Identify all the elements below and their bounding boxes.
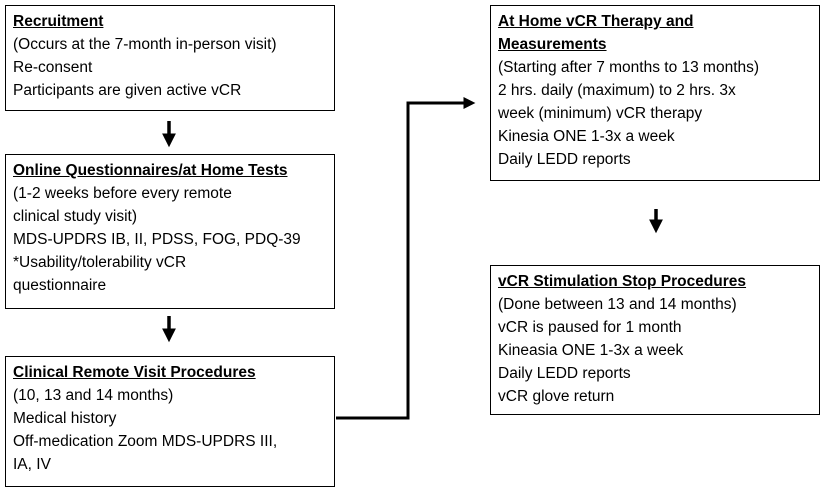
questionnaires-title: Online Questionnaires/at Home Tests — [13, 162, 288, 179]
stop-procedures-title: vCR Stimulation Stop Procedures — [498, 273, 747, 290]
questionnaires-line: MDS-UPDRS IB, II, PDSS, FOG, PDQ-39 — [13, 231, 301, 248]
questionnaires-line: questionnaire — [13, 277, 107, 294]
home-therapy-title: At Home vCR Therapy and — [498, 13, 694, 30]
remote-visit-box: Clinical Remote Visit Procedures (10, 13… — [5, 356, 335, 487]
questionnaires-line: (1-2 weeks before every remote — [13, 185, 232, 202]
recruitment-line: (Occurs at the 7-month in-person visit) — [13, 36, 277, 53]
remote-visit-line: Medical history — [13, 410, 117, 427]
arrow-remote-visit-to-home-therapy — [336, 97, 476, 420]
questionnaires-box: Online Questionnaires/at Home Tests (1-2… — [5, 154, 335, 309]
home-therapy-title: Measurements — [498, 36, 607, 53]
recruitment-box: Recruitment (Occurs at the 7-month in-pe… — [5, 5, 335, 111]
home-therapy-line: (Starting after 7 months to 13 months) — [498, 59, 760, 76]
stop-procedures-line: (Done between 13 and 14 months) — [498, 296, 737, 313]
home-therapy-line: Kinesia ONE 1-3x a week — [498, 128, 675, 145]
questionnaires-line: clinical study visit) — [13, 208, 138, 225]
stop-procedures-line: vCR is paused for 1 month — [498, 319, 682, 336]
stop-procedures-line: vCR glove return — [498, 388, 615, 405]
stop-procedures-line: Kineasia ONE 1-3x a week — [498, 342, 684, 359]
remote-visit-title: Clinical Remote Visit Procedures — [13, 364, 256, 381]
recruitment-title: Recruitment — [13, 13, 104, 30]
home-therapy-line: Daily LEDD reports — [498, 151, 631, 168]
recruitment-line: Re-consent — [13, 59, 93, 76]
remote-visit-line: Off-medication Zoom MDS-UPDRS III, — [13, 433, 278, 450]
home-therapy-line: 2 hrs. daily (maximum) to 2 hrs. 3x — [498, 82, 736, 99]
stop-procedures-line: Daily LEDD reports — [498, 365, 631, 382]
questionnaires-line: *Usability/tolerability vCR — [13, 254, 187, 271]
stop-procedures-box: vCR Stimulation Stop Procedures (Done be… — [490, 265, 820, 415]
remote-visit-line: (10, 13 and 14 months) — [13, 387, 174, 404]
home-therapy-box: At Home vCR Therapy and Measurements (St… — [490, 5, 820, 181]
recruitment-line: Participants are given active vCR — [13, 82, 242, 99]
home-therapy-line: week (minimum) vCR therapy — [498, 105, 703, 122]
remote-visit-line: IA, IV — [13, 456, 51, 473]
